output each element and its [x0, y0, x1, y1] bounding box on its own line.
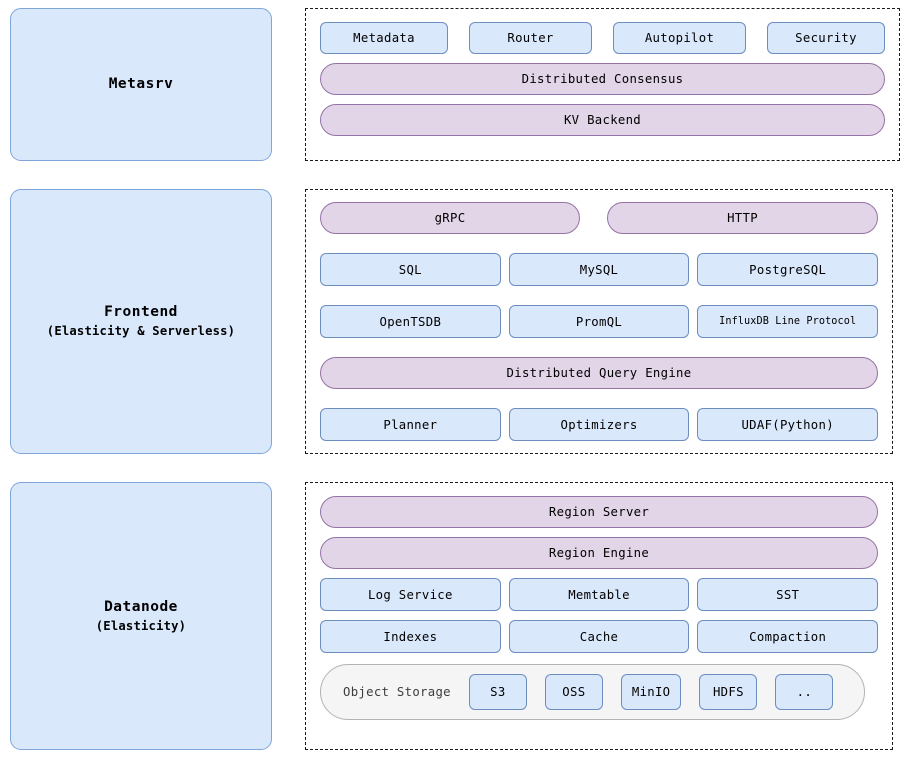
tier-datanode: Datanode (Elasticity) Region Server Regi… [10, 482, 893, 750]
node-minio[interactable]: MinIO [620, 674, 682, 710]
node-metadata[interactable]: Metadata [320, 22, 448, 54]
tier-metasrv: Metasrv Metadata Router Autopilot Securi… [10, 8, 900, 161]
node-memtable[interactable]: Memtable [508, 578, 690, 611]
node-oss[interactable]: OSS [544, 674, 603, 710]
node-postgresql[interactable]: PostgreSQL [697, 253, 879, 286]
node-region-server[interactable]: Region Server [320, 496, 878, 528]
node-log-service[interactable]: Log Service [320, 578, 501, 611]
node-udaf-python[interactable]: UDAF(Python) [697, 408, 879, 441]
node-region-engine[interactable]: Region Engine [320, 537, 878, 569]
node-grpc[interactable]: gRPC [320, 202, 580, 234]
tier-title-datanode: Datanode [104, 598, 178, 615]
node-optimizers[interactable]: Optimizers [508, 408, 690, 441]
tier-frontend: Frontend (Elasticity & Serverless) gRPC … [10, 189, 893, 454]
node-router[interactable]: Router [469, 22, 592, 54]
metasrv-group: Metadata Router Autopilot Security Distr… [305, 8, 900, 161]
tier-label-datanode: Datanode (Elasticity) [10, 482, 272, 750]
node-security[interactable]: Security [767, 22, 885, 54]
node-sst[interactable]: SST [697, 578, 879, 611]
frontend-protocol-row: gRPC HTTP [320, 202, 878, 234]
tier-label-metasrv: Metasrv [10, 8, 272, 161]
tier-title-frontend: Frontend [104, 304, 178, 321]
node-http[interactable]: HTTP [607, 202, 878, 234]
node-hdfs[interactable]: HDFS [699, 674, 758, 710]
node-mysql[interactable]: MySQL [508, 253, 690, 286]
node-compaction[interactable]: Compaction [697, 620, 879, 653]
node-distributed-query-engine[interactable]: Distributed Query Engine [320, 357, 878, 389]
tier-title-metasrv: Metasrv [108, 75, 174, 92]
node-kv-backend[interactable]: KV Backend [320, 104, 885, 136]
tier-label-frontend: Frontend (Elasticity & Serverless) [10, 189, 272, 454]
frontend-group: gRPC HTTP SQL MySQL PostgreSQL OpenTSDB … [305, 189, 893, 454]
node-cache[interactable]: Cache [508, 620, 690, 653]
node-sql[interactable]: SQL [320, 253, 501, 286]
node-planner[interactable]: Planner [320, 408, 501, 441]
frontend-interface-row-2: OpenTSDB PromQL InfluxDB Line Protocol [320, 305, 879, 338]
node-indexes[interactable]: Indexes [320, 620, 501, 653]
node-influxdb-line-protocol[interactable]: InfluxDB Line Protocol [697, 305, 879, 338]
node-more[interactable]: .. [775, 674, 834, 710]
object-storage-group: Object Storage S3 OSS MinIO HDFS .. [320, 664, 865, 720]
node-opentsdb[interactable]: OpenTSDB [320, 305, 501, 338]
datanode-component-row-1: Log Service Memtable SST [320, 578, 879, 611]
frontend-engine-parts-row: Planner Optimizers UDAF(Python) [320, 408, 879, 441]
node-promql[interactable]: PromQL [508, 305, 690, 338]
tier-subtitle-frontend: (Elasticity & Serverless) [46, 324, 236, 339]
node-distributed-consensus[interactable]: Distributed Consensus [320, 63, 885, 95]
datanode-group: Region Server Region Engine Log Service … [305, 482, 893, 750]
object-storage-label: Object Storage [343, 685, 451, 699]
node-autopilot[interactable]: Autopilot [613, 22, 746, 54]
datanode-component-row-2: Indexes Cache Compaction [320, 620, 879, 653]
tier-subtitle-datanode: (Elasticity) [95, 618, 187, 633]
metasrv-component-row: Metadata Router Autopilot Security [320, 22, 885, 54]
frontend-interface-row-1: SQL MySQL PostgreSQL [320, 253, 879, 286]
node-s3[interactable]: S3 [468, 674, 527, 710]
